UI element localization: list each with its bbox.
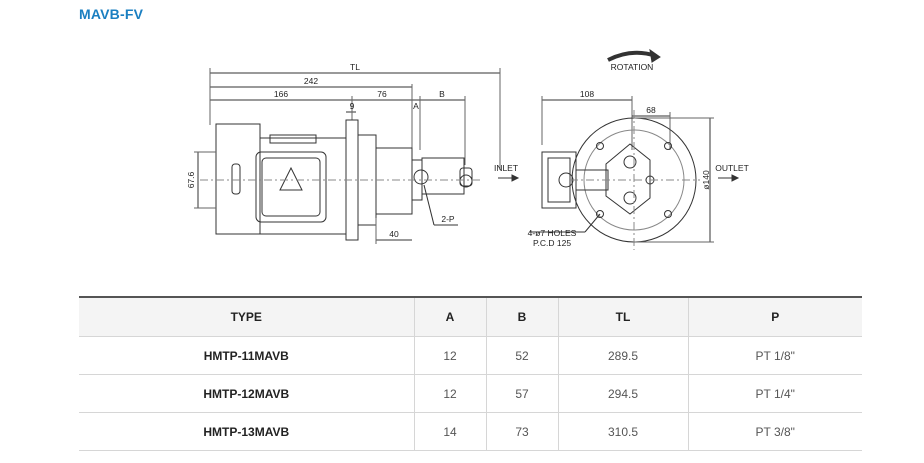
port-label: 2-P <box>441 214 455 224</box>
dim-68-label: 68 <box>646 105 656 115</box>
outlet-label: OUTLET <box>715 163 749 173</box>
header-a: A <box>413 296 486 337</box>
dim-b-label: B <box>439 89 445 99</box>
pcd-label: P.C.D 125 <box>533 238 571 248</box>
cell-a: 12 <box>413 374 486 413</box>
cell-a: 14 <box>413 412 486 451</box>
table-header-row: TYPE A B TL P <box>79 296 862 337</box>
dim-40-label: 40 <box>389 229 399 239</box>
cell-tl: 294.5 <box>557 374 688 413</box>
dim-76-label: 76 <box>377 89 387 99</box>
cell-p: PT 1/8" <box>687 336 862 375</box>
header-p: P <box>687 296 862 337</box>
cell-p: PT 3/8" <box>687 412 862 451</box>
holes-label: 4-ø7 HOLES <box>528 228 577 238</box>
dim-67-6-label: 67.6 <box>186 171 196 188</box>
dim-9-label: 9 <box>350 101 355 111</box>
header-b: B <box>485 296 558 337</box>
header-type: TYPE <box>79 296 414 337</box>
cell-a: 12 <box>413 336 486 375</box>
dim-tl-label: TL <box>350 62 360 72</box>
dim-a-label: A <box>413 101 419 111</box>
cell-type: HMTP-12MAVB <box>79 374 414 413</box>
cell-b: 52 <box>485 336 558 375</box>
table-row: HMTP-12MAVB 12 57 294.5 PT 1/4" <box>79 374 862 413</box>
pump-dimension-drawing: TL 242 166 76 9 A B 67.6 40 2-P 108 68 ø… <box>186 48 749 250</box>
cell-tl: 289.5 <box>557 336 688 375</box>
cell-type: HMTP-13MAVB <box>79 412 414 451</box>
cell-type: HMTP-11MAVB <box>79 336 414 375</box>
cell-tl: 310.5 <box>557 412 688 451</box>
rotation-label: ROTATION <box>611 62 654 72</box>
table-row: HMTP-13MAVB 14 73 310.5 PT 3/8" <box>79 412 862 451</box>
header-tl: TL <box>557 296 688 337</box>
cell-b: 73 <box>485 412 558 451</box>
dim-242-label: 242 <box>304 76 318 86</box>
dim-phi140-label: ø140 <box>701 170 711 190</box>
page-title: MAVB-FV <box>79 6 144 22</box>
dim-108-label: 108 <box>580 89 594 99</box>
dim-166-label: 166 <box>274 89 288 99</box>
table-row: HMTP-11MAVB 12 52 289.5 PT 1/8" <box>79 336 862 375</box>
spec-table: TYPE A B TL P HMTP-11MAVB 12 52 289.5 PT… <box>79 296 862 451</box>
cell-p: PT 1/4" <box>687 374 862 413</box>
inlet-label: INLET <box>494 163 518 173</box>
cell-b: 57 <box>485 374 558 413</box>
